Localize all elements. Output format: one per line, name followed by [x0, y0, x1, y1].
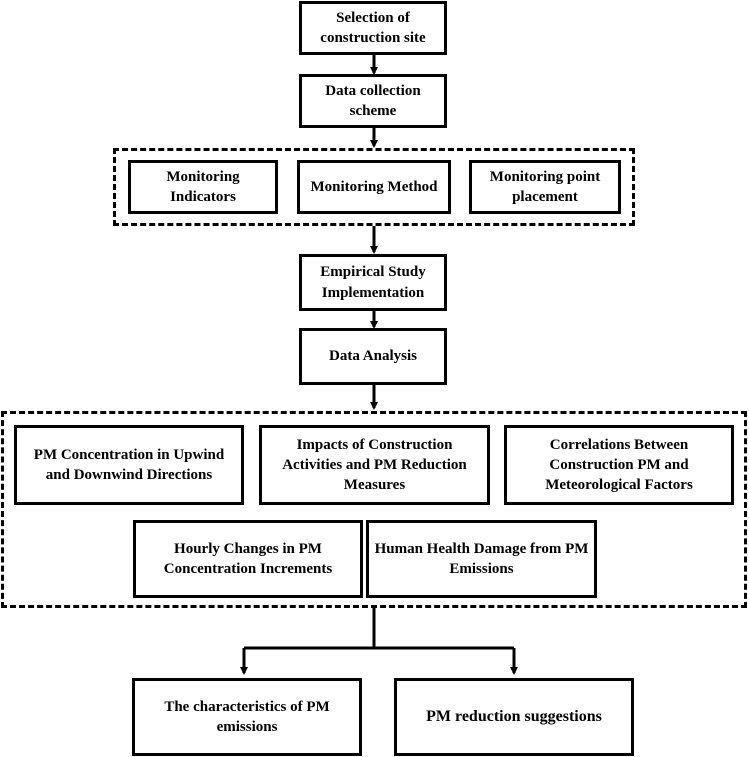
scheme-monitoring-method: Monitoring Method [297, 160, 451, 214]
step-data-analysis: Data Analysis [299, 328, 447, 385]
step-empirical-study: Empirical Study Implementation [299, 254, 447, 311]
step-selection-of-site: Selection of construction site [299, 1, 447, 55]
scheme-group [113, 148, 635, 226]
result-hourly-changes: Hourly Changes in PM Concentration Incre… [133, 520, 363, 598]
outcome-pm-characteristics: The characteristics of PM emissions [132, 678, 362, 756]
scheme-monitoring-point-placement: Monitoring point placement [469, 160, 621, 214]
scheme-monitoring-indicators: Monitoring Indicators [128, 160, 278, 214]
step-data-collection-scheme: Data collection scheme [299, 74, 447, 128]
result-health-damage: Human Health Damage from PM Emissions [366, 520, 597, 598]
analysis-results-group [1, 411, 747, 608]
result-upwind-downwind: PM Concentration in Upwind and Downwind … [14, 425, 244, 505]
result-construction-activities: Impacts of Construction Activities and P… [259, 425, 490, 505]
outcome-pm-reduction-suggestions: PM reduction suggestions [394, 678, 634, 756]
result-meteorological-factors: Correlations Between Construction PM and… [504, 425, 734, 505]
